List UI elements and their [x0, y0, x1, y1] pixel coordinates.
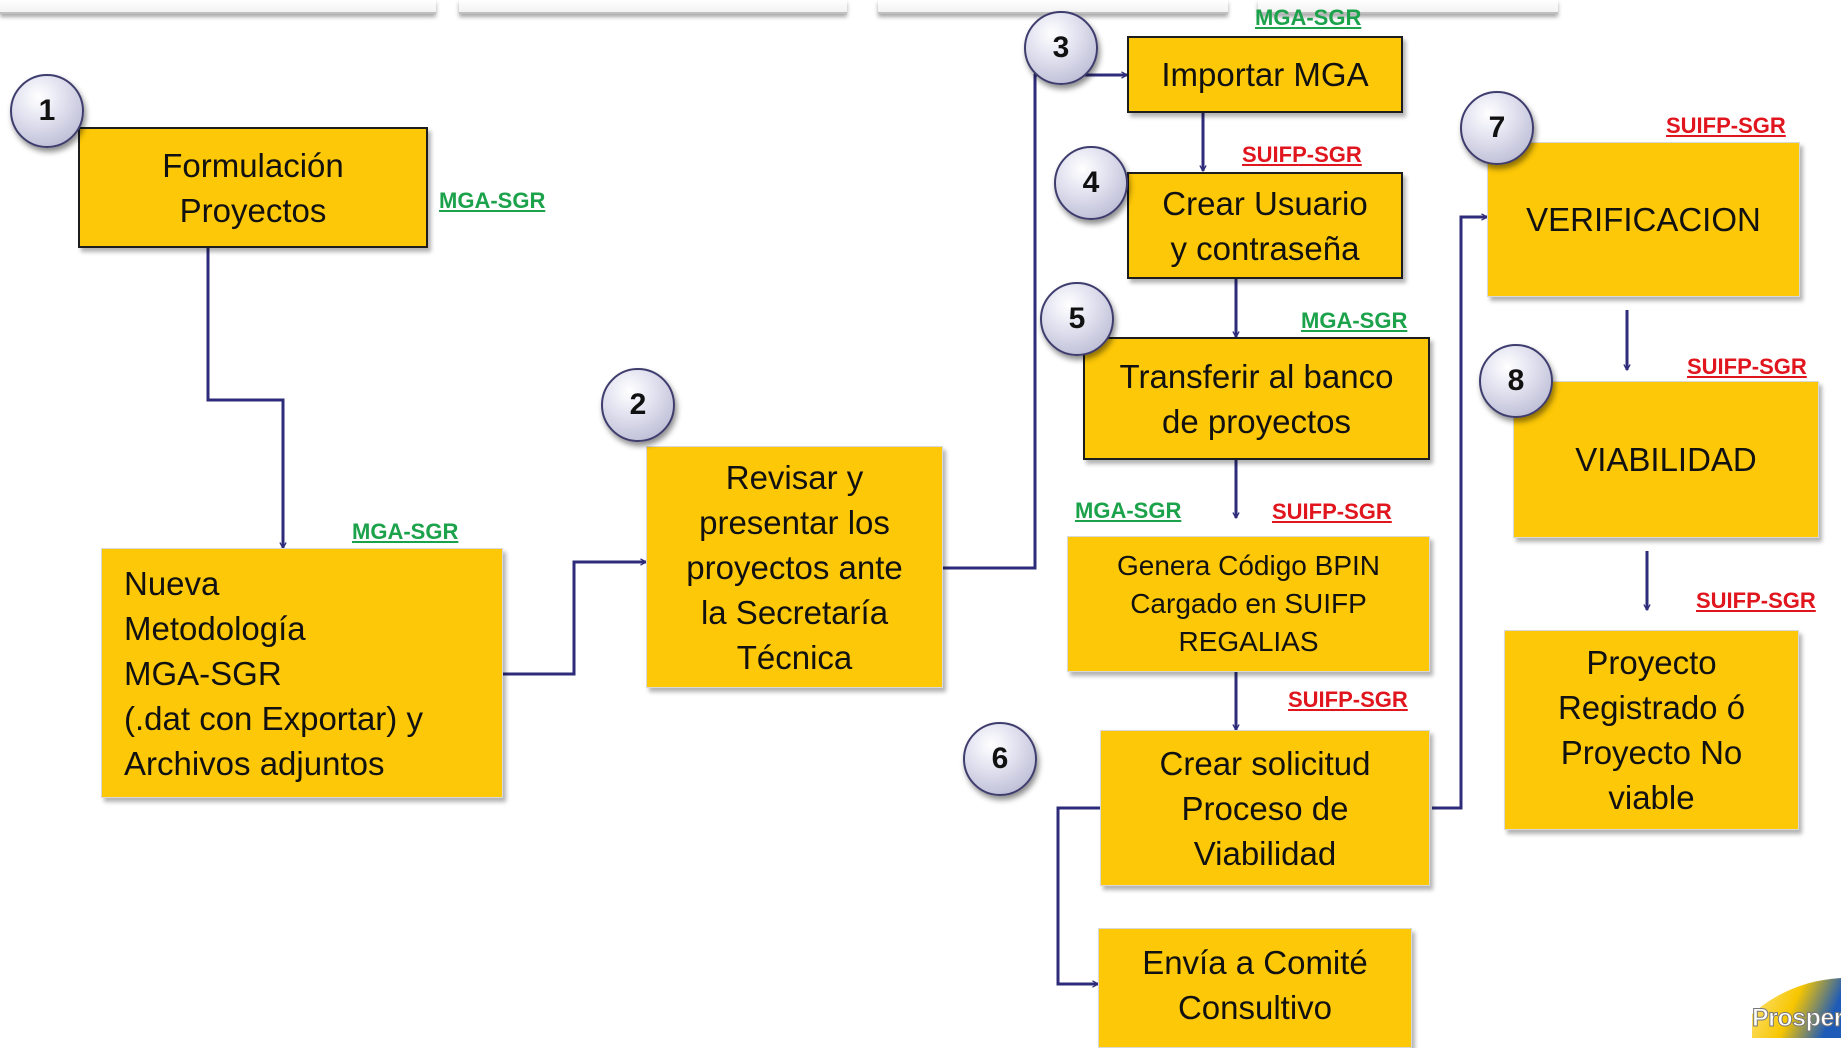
box-line: Viabilidad: [1193, 834, 1337, 872]
box-line: Envía a Comité: [1142, 944, 1368, 981]
box-line: Importar MGA: [1161, 56, 1369, 93]
box-line: Formulación: [162, 146, 344, 184]
box-crear-solicitud: Crear solicitud Proceso de Viabilidad: [1100, 730, 1430, 886]
box-line: y contraseña: [1170, 229, 1360, 267]
step-circle-2: 2: [601, 368, 675, 442]
step-circle-5: 5: [1040, 282, 1114, 356]
tag-mga-codigo: MGA-SGR: [1075, 498, 1182, 523]
prosperidad-logo-text: Prosperidad: [1751, 1004, 1841, 1033]
box-line: presentar los: [699, 503, 890, 541]
step-circle-3: 3: [1024, 11, 1098, 85]
box-line: MGA-SGR: [124, 654, 282, 692]
top-strip-1: [0, 0, 436, 14]
box-line: Proyectos: [179, 191, 327, 229]
box-line: Registrado ó: [1557, 689, 1746, 726]
box-line: Crear solicitud: [1159, 744, 1371, 782]
box-line: Técnica: [736, 638, 853, 676]
box-line: Cargado en SUIFP: [1130, 588, 1367, 619]
box-line: (.dat con Exportar) y: [124, 699, 423, 737]
box-line: Proyecto: [1586, 644, 1717, 681]
tag-suifp-solicitud: SUIFP-SGR: [1288, 687, 1408, 712]
arrow-nueva-to-2: [503, 562, 646, 676]
box-formulacion-proyectos: Formulación Proyectos: [78, 127, 428, 248]
box-viabilidad: VIABILIDAD: [1513, 381, 1819, 538]
box-line: VERIFICACION: [1526, 201, 1761, 238]
box-transferir-banco: Transferir al banco de proyectos: [1083, 337, 1430, 460]
box-line: REGALIAS: [1178, 626, 1319, 657]
box-envia-comite: Envía a Comité Consultivo: [1098, 928, 1412, 1048]
box-verificacion: VERIFICACION: [1487, 142, 1800, 297]
tag-mga-importar: MGA-SGR: [1255, 5, 1362, 30]
box-line: Nueva: [124, 564, 220, 602]
step-circle-8: 8: [1479, 344, 1553, 418]
tag-mga-nueva: MGA-SGR: [352, 519, 459, 544]
tag-suifp-usuario: SUIFP-SGR: [1242, 142, 1362, 167]
box-line: Crear Usuario: [1162, 184, 1368, 222]
box-line: Metodología: [124, 609, 306, 647]
top-strip-2: [459, 0, 847, 14]
box-crear-usuario: Crear Usuario y contraseña: [1127, 172, 1403, 279]
box-line: viable: [1608, 779, 1695, 816]
tag-suifp-codigo: SUIFP-SGR: [1272, 499, 1392, 524]
arrow-6-to-7: [1432, 217, 1487, 810]
box-line: VIABILIDAD: [1575, 441, 1757, 478]
step-circle-6: 6: [963, 722, 1037, 796]
top-strip-4: [1258, 0, 1558, 14]
step-circle-1: 1: [10, 74, 84, 148]
box-line: proyectos ante: [686, 548, 903, 586]
tag-suifp-registrado: SUIFP-SGR: [1696, 588, 1816, 613]
box-line: Transferir al banco: [1119, 357, 1394, 395]
step-circle-4: 4: [1054, 146, 1128, 220]
arrow-1-to-nueva: [206, 248, 283, 548]
box-nueva-metodologia: Nueva Metodología MGA-SGR (.dat con Expo…: [101, 548, 503, 798]
box-line: Proceso de: [1181, 789, 1349, 827]
box-genera-codigo: Genera Código BPIN Cargado en SUIFP REGA…: [1067, 536, 1430, 672]
box-line: Consultivo: [1177, 989, 1333, 1026]
tag-mga-formulacion: MGA-SGR: [439, 188, 546, 213]
box-revisar-presentar: Revisar y presentar los proyectos ante l…: [646, 446, 943, 688]
box-line: Genera Código BPIN: [1116, 550, 1381, 581]
tag-mga-transferir: MGA-SGR: [1301, 308, 1408, 333]
box-importar-mga: Importar MGA: [1127, 36, 1403, 113]
box-line: Archivos adjuntos: [124, 744, 385, 782]
tag-suifp-viabilidad: SUIFP-SGR: [1687, 354, 1807, 379]
box-line: Proyecto No: [1560, 734, 1743, 771]
box-line: Revisar y: [725, 458, 864, 496]
tag-suifp-verificacion: SUIFP-SGR: [1666, 113, 1786, 138]
arrow-6-to-comite: [1056, 806, 1100, 984]
step-circle-7: 7: [1460, 91, 1534, 165]
prosperidad-logo-swoosh: [1752, 978, 1841, 1038]
box-proyecto-registrado: Proyecto Registrado ó Proyecto No viable: [1504, 630, 1799, 830]
box-line: la Secretaría: [700, 593, 889, 631]
box-line: de proyectos: [1162, 402, 1351, 440]
